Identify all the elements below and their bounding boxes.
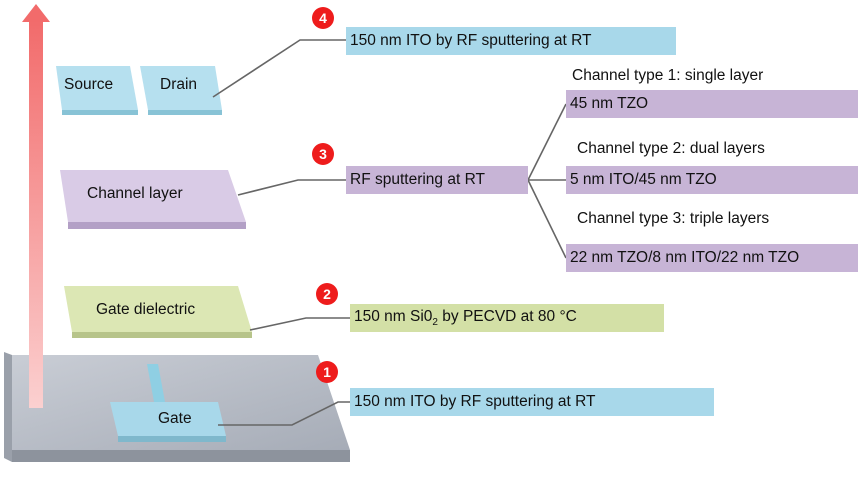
step-1-text: 150 nm ITO by RF sputtering at RT: [354, 393, 596, 410]
branch-type-1: [527, 103, 567, 181]
source-shape: [56, 66, 138, 115]
connector-step-4: [212, 39, 346, 98]
channel-type-3-box: 22 nm TZO/8 nm ITO/22 nm TZO: [566, 244, 858, 272]
connector-step-1: [218, 401, 350, 426]
step-4-box: 150 nm ITO by RF sputtering at RT: [346, 27, 676, 55]
step-4-text: 150 nm ITO by RF sputtering at RT: [350, 32, 592, 49]
step-3-box: RF sputtering at RT: [346, 166, 528, 194]
channel-type-3-title: Channel type 3: triple layers: [577, 210, 770, 227]
connector-step-2: [249, 317, 350, 331]
gate-electrode: [110, 364, 226, 442]
channel-type-2-value: 5 nm ITO/45 nm TZO: [570, 171, 717, 188]
step-3-badge: 3: [312, 143, 334, 165]
gate-dielectric-layer: [64, 286, 252, 338]
channel-type-1-title: Channel type 1: single layer: [572, 67, 764, 84]
gate-dielectric-label: Gate dielectric: [96, 301, 196, 318]
step-1-box: 150 nm ITO by RF sputtering at RT: [350, 388, 714, 416]
channel-layer-label: Channel layer: [87, 185, 183, 202]
branch-type-3: [527, 179, 567, 259]
channel-type-2-title: Channel type 2: dual layers: [577, 140, 765, 157]
step-1-badge: 1: [316, 361, 338, 383]
drain-shape: [140, 66, 222, 115]
step-4-badge: 4: [312, 7, 334, 29]
step-2-box: 150 nm Si02 by PECVD at 80 °C: [350, 304, 664, 332]
source-label: Source: [64, 76, 114, 93]
drain-label: Drain: [160, 76, 198, 93]
step-3-text: RF sputtering at RT: [350, 171, 485, 188]
channel-type-2-box: 5 nm ITO/45 nm TZO: [566, 166, 858, 194]
channel-type-1-value: 45 nm TZO: [570, 95, 649, 112]
process-direction-arrow: [22, 4, 50, 408]
step-2-text: 150 nm Si02 by PECVD at 80 °C: [354, 307, 577, 329]
gate-label: Gate: [158, 410, 192, 427]
step-2-badge: 2: [316, 283, 338, 305]
connector-step-3: [237, 179, 346, 196]
connector-lines: [212, 39, 567, 426]
channel-type-3-value: 22 nm TZO/8 nm ITO/22 nm TZO: [570, 249, 800, 266]
channel-layer-shape: [60, 170, 246, 229]
channel-type-1-box: 45 nm TZO: [566, 90, 858, 118]
